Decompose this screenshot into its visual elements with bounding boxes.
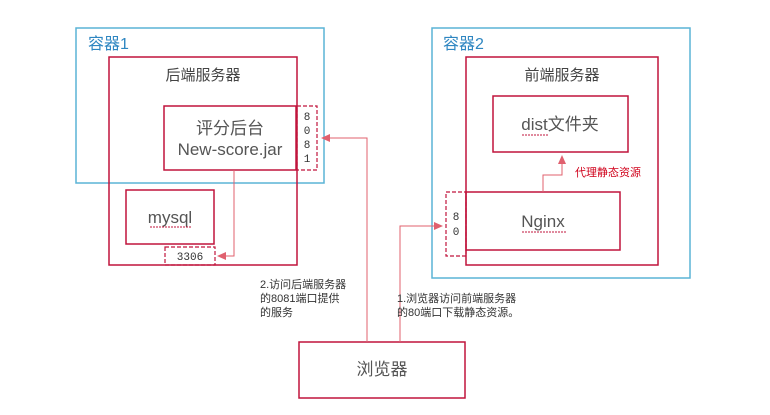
container1-title: 容器1 (88, 35, 129, 53)
arrow-browser-to-frontend (399, 222, 443, 342)
port-8081-digit: 8 (304, 112, 311, 124)
arrow-browser-to-backend (321, 134, 368, 342)
browser-box (298, 341, 466, 399)
backend-server-box (108, 56, 298, 266)
score-app-box (163, 105, 297, 171)
nginx-label: Nginx (521, 212, 565, 231)
port-8081-digit: 8 (304, 140, 311, 152)
port-80-box (445, 191, 467, 257)
mysql-label: mysql (148, 208, 192, 227)
score-app-name: 评分后台 (196, 119, 264, 138)
port-8081-digit: 1 (304, 154, 311, 166)
container2-title: 容器2 (443, 35, 484, 53)
note-backend-line: 的服务 (260, 305, 293, 319)
arrow-nginx-to-dist (542, 155, 566, 192)
container1-box (75, 27, 325, 184)
port-80-digit: 8 (453, 212, 460, 224)
note-frontend-line: 1.浏览器访问前端服务器 (397, 291, 516, 305)
note-backend-line: 的8081端口提供 (260, 291, 339, 305)
browser-label: 浏览器 (357, 360, 408, 379)
arrow-app-to-mysql (217, 170, 235, 260)
score-app-jar: New-score.jar (178, 140, 283, 159)
note-backend-line: 2.访问后端服务器 (260, 278, 346, 291)
port-3306-box (164, 246, 216, 266)
container2-box (431, 27, 691, 279)
port-8081-box (296, 105, 318, 171)
port-8081-digit: 0 (304, 126, 311, 138)
proxy-note: 代理静态资源 (575, 165, 641, 179)
note-frontend-line: 的80端口下载静态资源。 (397, 305, 519, 319)
dist-folder-box (492, 95, 629, 153)
backend-server-title: 后端服务器 (165, 67, 240, 84)
dist-folder-label: dist文件夹 (521, 115, 598, 134)
port-3306-label: 3306 (177, 252, 203, 264)
mysql-box (125, 189, 215, 245)
frontend-server-title: 前端服务器 (524, 67, 599, 84)
port-80-digit: 0 (453, 227, 460, 239)
frontend-server-box (465, 56, 659, 266)
